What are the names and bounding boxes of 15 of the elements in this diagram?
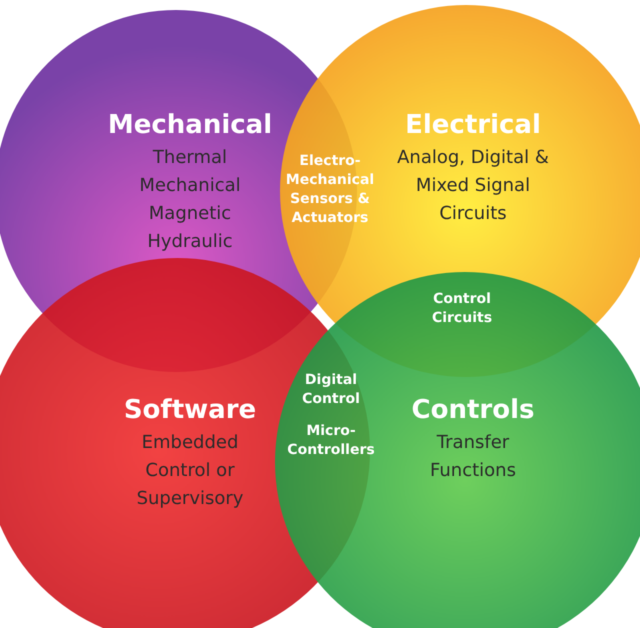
circle-heading: Mechanical bbox=[108, 109, 272, 142]
circle-heading: Software bbox=[124, 394, 256, 427]
circle-body-text: Transfer Functions bbox=[429, 431, 517, 483]
overlap-label: Digital Control bbox=[301, 371, 361, 409]
circle-body-text: Analog, Digital & Mixed Signal Circuits bbox=[396, 146, 550, 226]
circle-body-text: Mechanical bbox=[138, 174, 242, 198]
overlap-label: Control Circuits bbox=[430, 290, 494, 328]
circle-body-text: Magnetic bbox=[148, 202, 232, 226]
circle-body-text: Embedded Control or Supervisory bbox=[136, 431, 244, 511]
circle-heading: Electrical bbox=[405, 109, 541, 142]
overlap-label: Micro- Controllers bbox=[286, 422, 376, 460]
circle-body-text: Hydraulic bbox=[146, 230, 234, 254]
overlap-label: Electro- Mechanical Sensors & Actuators bbox=[284, 152, 376, 228]
circle-body-text: Thermal bbox=[152, 146, 228, 170]
circle-heading: Controls bbox=[412, 394, 534, 427]
